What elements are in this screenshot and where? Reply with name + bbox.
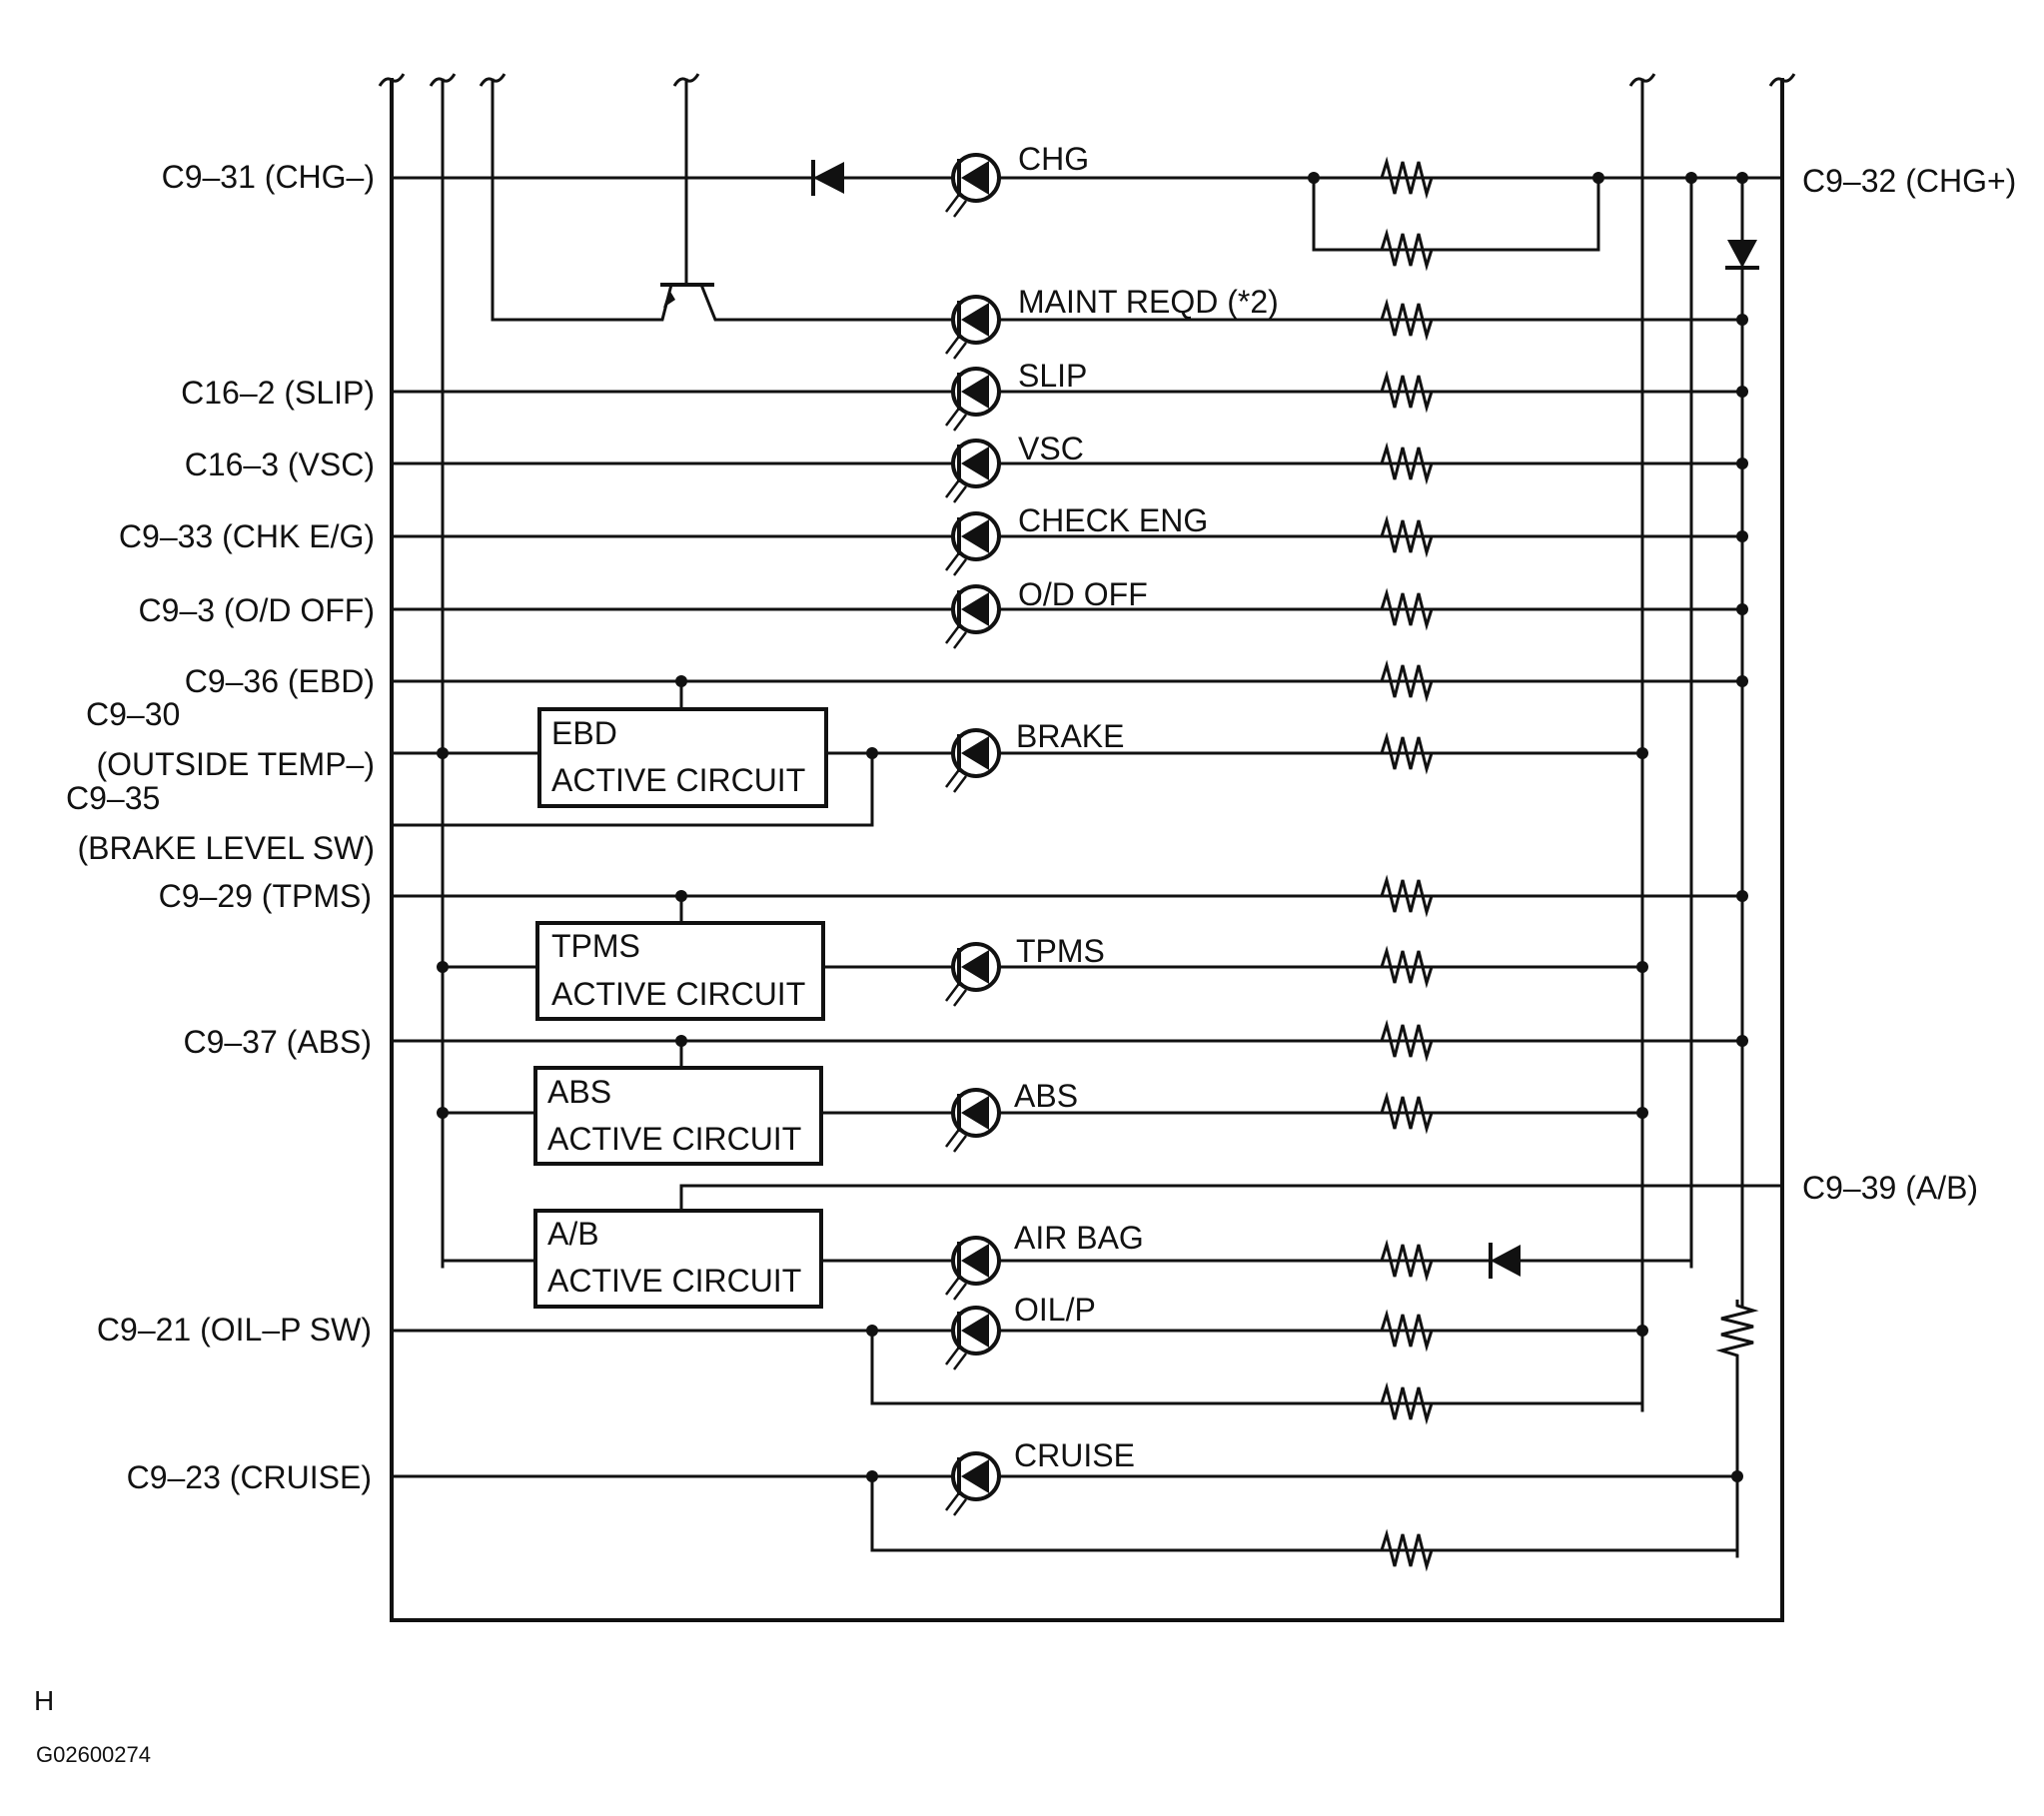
lamp-label: CHECK ENG: [1018, 502, 1208, 538]
lamp-label: BRAKE: [1016, 718, 1124, 754]
connector-label: C16–3 (VSC): [185, 447, 375, 482]
lamp-tpms-icon: [944, 942, 1001, 1008]
lamp-check-eng-icon: [944, 511, 1001, 577]
connector-label: C9–3 (O/D OFF): [139, 592, 375, 628]
lamp-label: OIL/P: [1014, 1292, 1096, 1328]
lamp-chg-icon: [944, 153, 1001, 219]
connector-label: C9–39 (A/B): [1802, 1170, 1978, 1206]
lamp-brake-icon: [944, 728, 1001, 794]
connector-label: C9–35: [66, 780, 160, 816]
circuit-subtitle: ACTIVE CIRCUIT: [551, 762, 805, 798]
transistor-icon: [663, 290, 675, 308]
lamp-label: CHG: [1018, 141, 1089, 177]
lamp-label: MAINT REQD (*2): [1018, 284, 1279, 320]
connector-label: (BRAKE LEVEL SW): [77, 830, 375, 866]
lamp-label: O/D OFF: [1018, 576, 1148, 612]
row-brake: [390, 728, 1648, 827]
lamp-label: TPMS: [1016, 933, 1105, 969]
circuit-title: ABS: [547, 1074, 611, 1110]
lamp-abs-icon: [944, 1088, 1001, 1154]
row-check-eng: [390, 511, 1748, 577]
diode-icon: [813, 162, 844, 194]
row-vsc: [390, 439, 1748, 504]
connector-label: C9–36 (EBD): [185, 663, 375, 699]
lamp-label: AIR BAG: [1014, 1220, 1144, 1256]
diode-icon: [1491, 1245, 1521, 1277]
row-abs-input: [390, 1023, 1748, 1069]
row-slip: [390, 367, 1748, 433]
circuit-title: TPMS: [551, 928, 640, 964]
lamp-vsc-icon: [944, 439, 1001, 504]
connector-label: C9–30: [86, 696, 180, 732]
lamp-oil-p-icon: [944, 1306, 1001, 1371]
row-tpms-input: [390, 878, 1748, 923]
lamp-label: CRUISE: [1014, 1437, 1135, 1473]
lamp-od-off-icon: [944, 584, 1001, 650]
row-oil-p: [390, 1306, 1648, 1421]
lamp-slip-icon: [944, 367, 1001, 433]
connector-label: (OUTSIDE TEMP–): [96, 746, 375, 782]
circuit-ab: A/B ACTIVE CIRCUIT: [533, 1209, 823, 1309]
row-od-off: [390, 584, 1748, 650]
circuit-subtitle: ACTIVE CIRCUIT: [547, 1263, 801, 1299]
circuit-subtitle: ACTIVE CIRCUIT: [551, 976, 805, 1012]
frame: [378, 72, 1796, 1622]
row-ebd: [390, 663, 1748, 709]
connector-label: C9–23 (CRUISE): [127, 1459, 372, 1495]
connector-label: C16–2 (SLIP): [181, 375, 375, 411]
left-connector-labels: C9–31 (CHG–) C16–2 (SLIP) C16–3 (VSC) C9…: [66, 159, 375, 1495]
lamp-label: ABS: [1014, 1078, 1078, 1114]
circuit-title: EBD: [551, 715, 617, 751]
row-maint-reqd: [491, 283, 1748, 361]
connector-label: C9–31 (CHG–): [162, 159, 375, 195]
lamp-maint-icon: [944, 295, 1001, 361]
row-air-bag: [441, 1111, 1693, 1302]
connector-label: C9–37 (ABS): [183, 1024, 372, 1060]
resistor-icon: [1719, 1298, 1755, 1367]
lamp-labels: CHG MAINT REQD (*2) SLIP VSC CHECK ENG O…: [1014, 141, 1279, 1473]
connector-label: C9–29 (TPMS): [159, 878, 372, 914]
figure-code: G02600274: [36, 1742, 151, 1767]
circuit-title: A/B: [547, 1216, 599, 1252]
lamp-label: SLIP: [1018, 358, 1087, 394]
row-ab-input: [679, 1184, 1784, 1212]
circuit-ebd: EBD ACTIVE CIRCUIT: [537, 707, 828, 808]
row-tpms-lamp: [437, 942, 1648, 1008]
footer: H G02600274: [34, 1685, 151, 1767]
connector-label: C9–33 (CHK E/G): [119, 518, 375, 554]
row-cruise: [390, 1451, 1743, 1568]
bus-lines: [429, 72, 1744, 1558]
row-chg: [390, 153, 1784, 270]
circuit-subtitle: ACTIVE CIRCUIT: [547, 1121, 801, 1157]
circuit-abs: ABS ACTIVE CIRCUIT: [533, 1066, 823, 1166]
right-connector-labels: C9–32 (CHG+) C9–39 (A/B): [1802, 163, 2016, 1206]
lamp-cruise-icon: [944, 1451, 1001, 1517]
lamp-air-bag-icon: [944, 1236, 1001, 1302]
footer-letter: H: [34, 1685, 54, 1716]
connector-label: C9–32 (CHG+): [1802, 163, 2016, 199]
diode-icon: [1727, 240, 1757, 268]
lamp-label: VSC: [1018, 431, 1084, 466]
connector-label: C9–21 (OIL–P SW): [97, 1312, 372, 1348]
circuit-tpms: TPMS ACTIVE CIRCUIT: [535, 921, 825, 1021]
